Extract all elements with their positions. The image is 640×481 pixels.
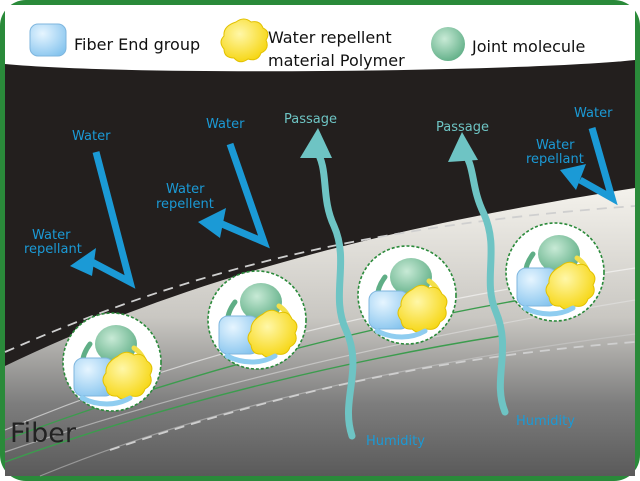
water-repellant-label: repellant bbox=[526, 152, 584, 167]
legend-joint-molecule: Joint molecule bbox=[471, 37, 585, 56]
water-repellent-label: repellent bbox=[156, 197, 214, 212]
humidity-arrow bbox=[300, 128, 357, 440]
legend-band bbox=[5, 5, 635, 72]
molecule-cluster bbox=[208, 271, 306, 369]
molecule-cluster bbox=[63, 313, 161, 411]
molecule-cluster bbox=[358, 246, 456, 344]
fiber-body bbox=[5, 188, 635, 476]
joint-molecule-icon bbox=[431, 27, 465, 61]
passage-label: Passage bbox=[436, 120, 489, 135]
water-arrow bbox=[560, 127, 618, 206]
water-label: Water bbox=[206, 117, 245, 132]
humidity-arrow bbox=[448, 132, 509, 416]
polymer-icon bbox=[220, 18, 269, 63]
fiber-label: Fiber bbox=[10, 418, 77, 449]
water-label: Water bbox=[574, 106, 613, 121]
water-repellent-label: Water bbox=[166, 182, 205, 197]
molecule-cluster bbox=[506, 223, 604, 321]
upper-dashed-boundary bbox=[4, 205, 636, 353]
water-repellant-label: repellant bbox=[24, 242, 82, 257]
water-repellant-label: Water bbox=[32, 228, 71, 243]
passage-label: Passage bbox=[284, 112, 337, 127]
legend-fiber-end-group: Fiber End group bbox=[74, 35, 200, 54]
water-label: Water bbox=[72, 129, 111, 144]
water-arrow bbox=[70, 151, 136, 289]
fiber-end-group-icon bbox=[29, 23, 67, 57]
humidity-label: Humidity bbox=[366, 434, 425, 449]
fiber-surface-line bbox=[4, 335, 501, 463]
water-repellant-label: Water bbox=[536, 138, 575, 153]
legend-polymer-line2: material Polymer bbox=[268, 51, 405, 70]
legend-polymer-line1: Water repellent bbox=[268, 28, 392, 47]
humidity-label: Humidity bbox=[516, 414, 575, 429]
water-arrow bbox=[198, 142, 270, 249]
